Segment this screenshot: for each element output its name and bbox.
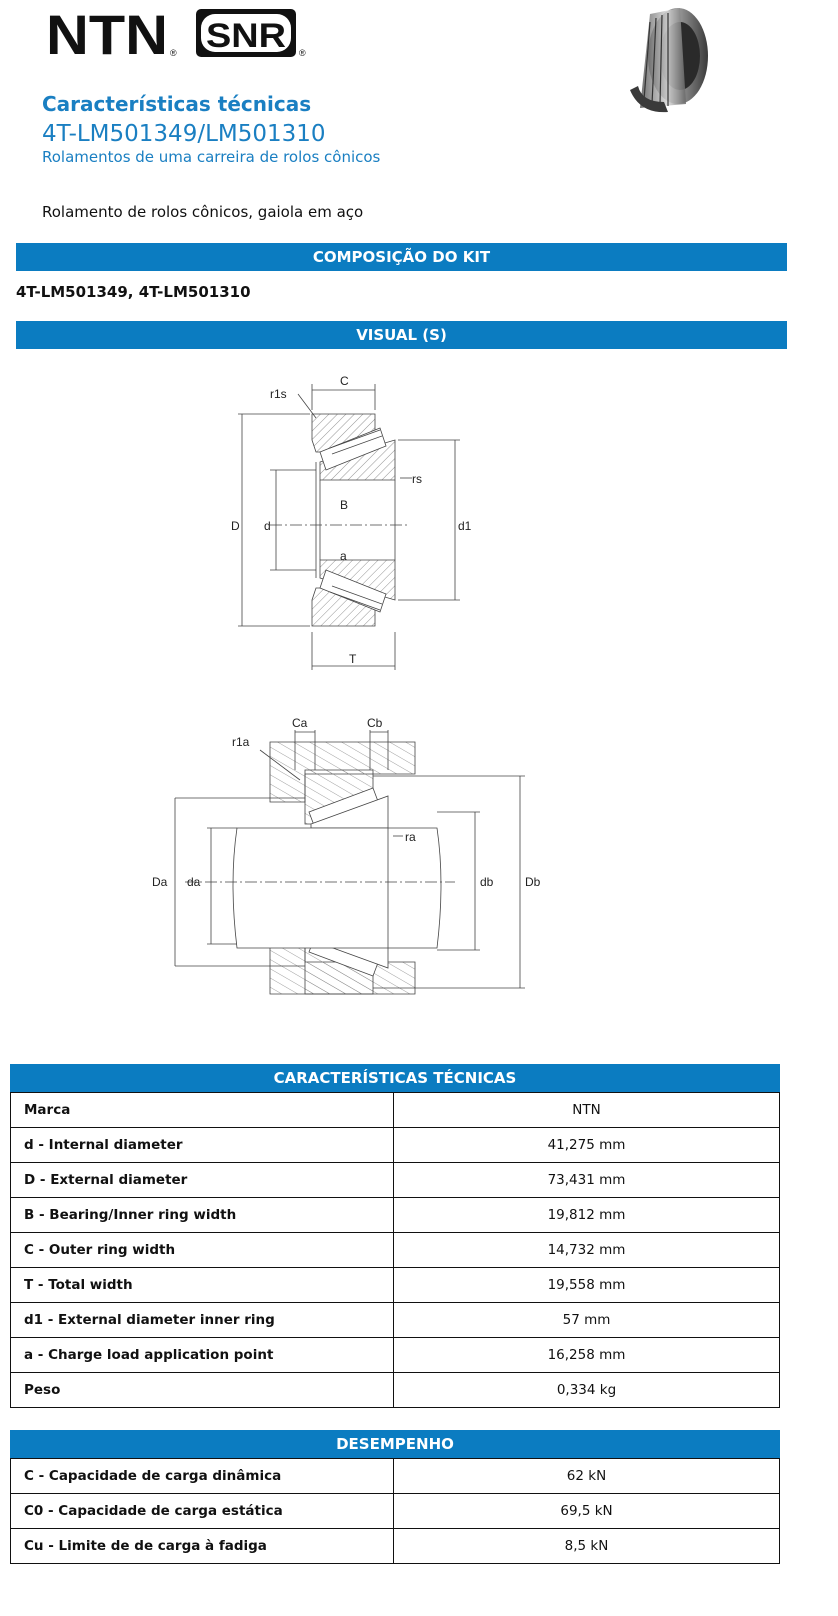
kit-composition: 4T-LM501349, 4T-LM501310 bbox=[16, 283, 251, 301]
row-value: 0,334 kg bbox=[556, 1382, 617, 1398]
row-value: 62 kN bbox=[566, 1468, 607, 1484]
technical-rows: Marca NTN d - Internal diameter 41,275 mm D … bbox=[10, 1092, 780, 1408]
row-value: 16,258 mm bbox=[547, 1347, 626, 1363]
dim-label-T: T bbox=[349, 652, 357, 666]
product-subtitle: Rolamentos de uma carreira de rolos côni… bbox=[42, 148, 381, 166]
performance-rows: C - Capacidade de carga dinâmica 62 kN C0 … bbox=[10, 1458, 780, 1564]
row-label: Cu - Limite de de carga à fadiga bbox=[11, 1529, 394, 1563]
table-row: Peso 0,334 kg bbox=[10, 1373, 780, 1408]
dim-label-db: db bbox=[480, 875, 494, 889]
row-value: 14,732 mm bbox=[547, 1242, 626, 1258]
dim-label-r1a: r1a bbox=[232, 735, 250, 749]
product-description: Rolamento de rolos cônicos, gaiola em aç… bbox=[42, 203, 364, 221]
row-value: 19,558 mm bbox=[547, 1277, 626, 1293]
dim-label-Da: Da bbox=[152, 875, 168, 889]
row-value: NTN bbox=[572, 1102, 601, 1118]
table-row: a - Charge load application point 16,258 … bbox=[10, 1338, 780, 1373]
dim-label-d1: d1 bbox=[458, 519, 472, 533]
bearing-product-image bbox=[630, 8, 708, 113]
dim-label-Cb: Cb bbox=[367, 716, 383, 730]
table-row: B - Bearing/Inner ring width 19,812 mm bbox=[10, 1198, 780, 1233]
snr-logo: SNR ® bbox=[196, 9, 306, 58]
bearing-dimension-diagram: C r1s rs D d d1 B a T bbox=[231, 374, 472, 670]
dim-label-D: D bbox=[231, 519, 240, 533]
product-reference: 4T-LM501349/LM501310 bbox=[42, 121, 326, 147]
dim-label-d: d bbox=[264, 519, 271, 533]
page-title: Características técnicas bbox=[42, 92, 312, 116]
dim-label-C: C bbox=[340, 374, 349, 388]
table-row: Marca NTN bbox=[10, 1093, 780, 1128]
row-value: 69,5 kN bbox=[560, 1503, 613, 1519]
row-value: 41,275 mm bbox=[547, 1137, 626, 1153]
row-label: d - Internal diameter bbox=[11, 1128, 394, 1162]
technical-characteristics-heading: CARACTERÍSTICAS TÉCNICAS bbox=[10, 1064, 780, 1092]
table-row: d - Internal diameter 41,275 mm bbox=[10, 1128, 780, 1163]
dim-label-da: da bbox=[187, 875, 201, 889]
ntn-logo: NTN ® bbox=[46, 8, 177, 60]
row-label: T - Total width bbox=[11, 1268, 394, 1302]
table-row: C - Outer ring width 14,732 mm bbox=[10, 1233, 780, 1268]
table-row: D - External diameter 73,431 mm bbox=[10, 1163, 780, 1198]
table-row: C0 - Capacidade de carga estática 69,5 kN bbox=[10, 1494, 780, 1529]
row-label: d1 - External diameter inner ring bbox=[11, 1303, 394, 1337]
table-row: T - Total width 19,558 mm bbox=[10, 1268, 780, 1303]
visual-section-heading: VISUAL (S) bbox=[16, 321, 787, 349]
row-value: 19,812 mm bbox=[547, 1207, 626, 1223]
dim-label-Ca: Ca bbox=[292, 716, 308, 730]
table-row: d1 - External diameter inner ring 57 mm bbox=[10, 1303, 780, 1338]
row-label: D - External diameter bbox=[11, 1163, 394, 1197]
dim-label-rs: rs bbox=[412, 472, 422, 486]
dim-label-r1s: r1s bbox=[270, 387, 287, 401]
mounting-dimension-diagram: Ca Cb r1a ra Da da db Db bbox=[152, 716, 541, 995]
svg-text:SNR: SNR bbox=[206, 17, 286, 55]
row-value: 73,431 mm bbox=[547, 1172, 626, 1188]
dim-label-B: B bbox=[340, 498, 348, 512]
dim-label-ra: ra bbox=[405, 830, 416, 844]
technical-characteristics-table: CARACTERÍSTICAS TÉCNICAS Marca NTN d - Int… bbox=[10, 1064, 780, 1408]
row-label: Peso bbox=[11, 1373, 394, 1407]
table-row: Cu - Limite de de carga à fadiga 8,5 kN bbox=[10, 1529, 780, 1564]
table-row: C - Capacidade de carga dinâmica 62 kN bbox=[10, 1459, 780, 1494]
row-label: C - Outer ring width bbox=[11, 1233, 394, 1267]
dim-label-a: a bbox=[340, 549, 347, 563]
kit-section-heading: COMPOSIÇÃO DO KIT bbox=[16, 243, 787, 271]
row-label: C0 - Capacidade de carga estática bbox=[11, 1494, 394, 1528]
svg-text:®: ® bbox=[299, 48, 306, 58]
performance-heading: DESEMPENHO bbox=[10, 1430, 780, 1458]
performance-table: DESEMPENHO C - Capacidade de carga dinâm… bbox=[10, 1430, 780, 1564]
svg-text:®: ® bbox=[170, 48, 177, 58]
row-value: 57 mm bbox=[562, 1312, 611, 1328]
svg-text:NTN: NTN bbox=[46, 8, 168, 60]
row-label: C - Capacidade de carga dinâmica bbox=[11, 1459, 394, 1493]
dim-label-Db: Db bbox=[525, 875, 541, 889]
row-label: B - Bearing/Inner ring width bbox=[11, 1198, 394, 1232]
row-value: 8,5 kN bbox=[564, 1538, 609, 1554]
row-label: Marca bbox=[11, 1093, 394, 1127]
row-label: a - Charge load application point bbox=[11, 1338, 394, 1372]
